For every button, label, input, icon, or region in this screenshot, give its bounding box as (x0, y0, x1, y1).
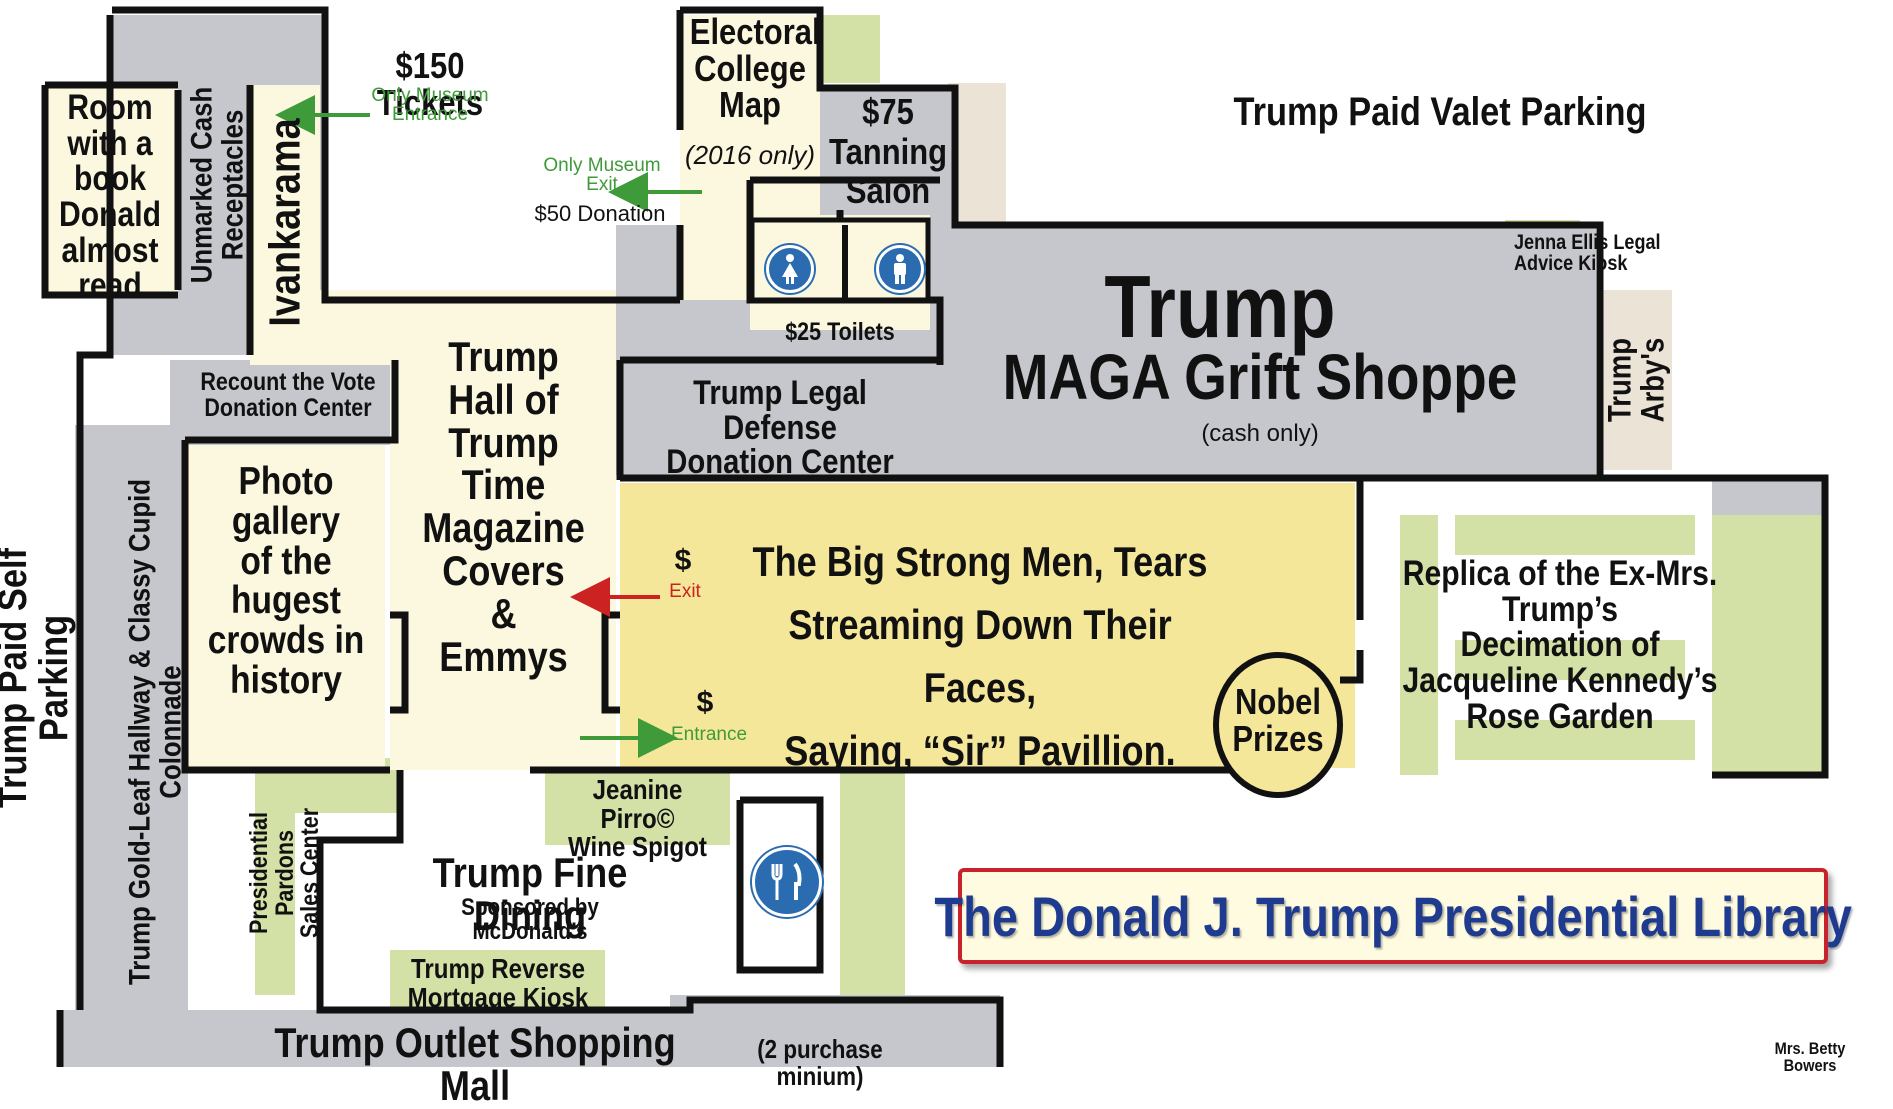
tickets-note: Only Museum Entrance (371, 85, 489, 126)
jenna-kiosk-label: Jenna Ellis Legal Advice Kiosk (1514, 231, 1661, 276)
nobel-prizes-label: Nobel Prizes (1232, 681, 1324, 759)
colonnade-label: Trump Gold-Leaf Hallway & Classy Cupid C… (123, 478, 187, 986)
mortgage-kiosk-area (390, 950, 605, 1015)
arbys-area (1600, 290, 1672, 470)
rose-garden-label: Replica of the Ex-Mrs. Trump’s Decimatio… (1402, 554, 1718, 736)
photo-gallery-room (185, 445, 385, 770)
green-zone-dining (840, 768, 905, 1000)
credit-label: Mrs. Betty Bowers (1774, 1039, 1846, 1076)
grift-shoppe-title: Trump (1104, 257, 1336, 356)
wine-spigot-area (545, 770, 730, 845)
tanning-salon-label: $75 Tanning Salon (828, 91, 948, 212)
mortgage-kiosk-label: Trump Reverse Mortgage Kiosk (407, 953, 589, 1013)
floor-plan: Room with a book Donald almost read Unma… (0, 6, 1852, 1107)
exit-donation: $50 Donation (534, 201, 666, 226)
hall-of-trump-room (390, 290, 616, 770)
pavillion-exit-label: Exit (669, 581, 701, 602)
garden-bed-mid (1455, 640, 1685, 680)
hall-of-trump-label: Trump Hall of Trump Time Magazine Covers… (422, 333, 585, 680)
man-restroom-icon (876, 245, 924, 293)
outlet-mall-note: (2 purchase minium) (757, 1034, 883, 1091)
library-title: The Donald J. Trump Presidential Library (934, 884, 1852, 948)
room-book-label: Room with a book Donald almost read (58, 88, 161, 306)
tanning-salon-area (820, 88, 955, 228)
exit-note: Only Museum Exit (543, 155, 661, 196)
fine-dining-label: Trump Fine Dining (432, 849, 628, 939)
nobel-prizes-room (1213, 652, 1343, 798)
garden-bed-bottom (1455, 720, 1695, 760)
pardons-center-label: Presidential Pardons Sales Center (244, 807, 324, 939)
grift-shoppe-note: (cash only) (1201, 420, 1319, 447)
woman-restroom-icon (766, 245, 814, 293)
photo-gallery-label: Photo gallery of the hugest crowds in hi… (207, 460, 365, 702)
toilets-label: $25 Toilets (785, 318, 895, 346)
pavillion-exit-symbol: $ (674, 544, 692, 577)
garden-bed-right (1712, 515, 1822, 775)
pavillion-entrance-symbol: $ (696, 686, 714, 719)
green-zone-pardons (255, 780, 295, 995)
recount-zone (170, 360, 395, 445)
garden-bed-top (1455, 515, 1695, 555)
grey-corner-right (1712, 480, 1822, 515)
colonnade-corridor (75, 425, 188, 1065)
green-zone-top-mid (815, 15, 880, 83)
recount-center-label: Recount the Vote Donation Center (200, 368, 376, 422)
cash-receptacles-label: Unmarked Cash Receptacles (185, 86, 249, 284)
big-strong-men-label: The Big Strong Men, Tears Streaming Down… (752, 538, 1208, 774)
outlet-mall-label: Trump Outlet Shopping Mall (274, 1019, 676, 1109)
fine-dining-note: Sponsored by McDonald’s (461, 894, 599, 946)
ivankarama-label: Ivankarama (260, 118, 310, 327)
tickets-title: $150 Tickets (376, 45, 484, 123)
garden-bed-left (1400, 515, 1438, 775)
self-parking-label: Trump Paid Self Parking (0, 548, 76, 808)
pavillion-entrance-label: Entrance (670, 724, 748, 745)
grift-shoppe-subtitle: MAGA Grift Shoppe (1002, 341, 1518, 413)
electoral-map-label: Electoral College Map (689, 11, 821, 126)
electoral-note: (2016 only) (684, 140, 816, 170)
arbys-label: Trump Arby's (1601, 337, 1670, 423)
wine-spigot-label: Jeanine Pirro© Wine Spigot (568, 774, 707, 863)
valet-parking-label: Trump Paid Valet Parking (1233, 90, 1647, 134)
library-title-banner: The Donald J. Trump Presidential Library (934, 868, 1852, 964)
fork-knife-icon (752, 847, 822, 917)
legal-defense-label: Trump Legal Defense Donation Center (666, 374, 894, 482)
